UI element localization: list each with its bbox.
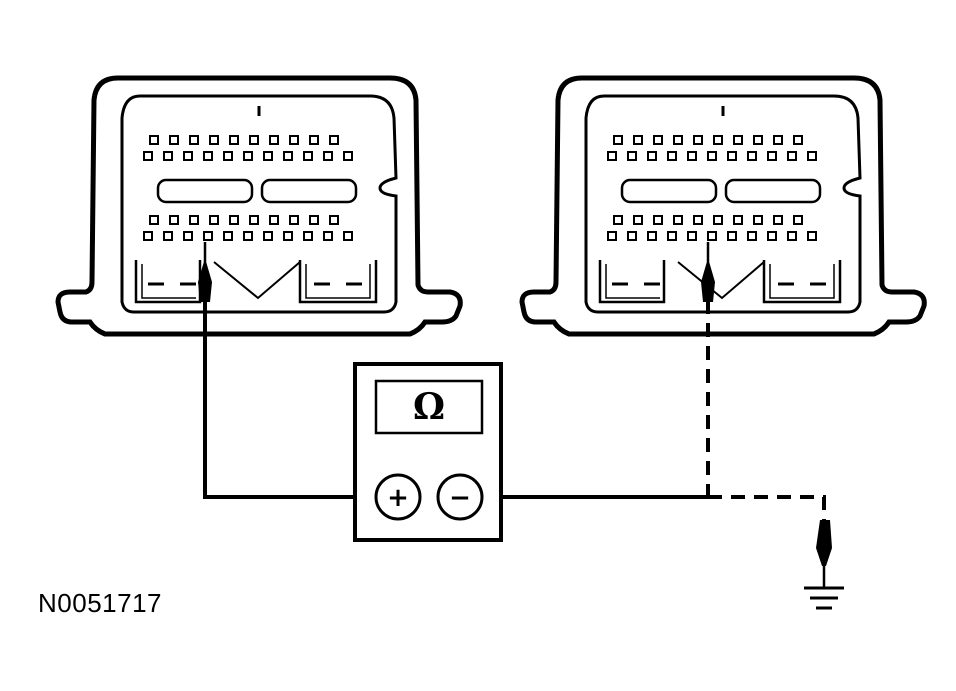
test-lead-dashed-ground [708,495,826,520]
pin-row-lower-right [607,215,817,241]
negative-terminal-label: − [449,483,471,513]
probe-left-icon [198,242,212,302]
pin-row-upper-right [607,135,817,161]
negative-terminal [436,473,484,521]
latch-slot-right-b [724,178,822,204]
latch-slot-left-a [156,178,254,204]
latch-slot-left-b [260,178,358,204]
connector-face-left [120,94,398,314]
module-connector-right [519,75,927,337]
positive-terminal [374,473,422,521]
ohm-symbol: Ω [413,386,445,428]
pin-row-lower-left [143,215,353,241]
positive-terminal-label: + [387,483,409,513]
connector-face-right [584,94,862,314]
figure-id-label: N0051717 [38,588,162,618]
pin-row-upper-left [143,135,353,161]
module-connector-left [55,75,463,337]
ohmmeter-display [374,379,484,435]
test-lead-positive [203,300,377,499]
latch-slot-right-a [620,178,718,204]
ground-icon [804,586,844,610]
ohmmeter: Ω + − [353,362,503,542]
probe-right-icon [701,242,715,302]
probe-ground-icon [816,520,832,588]
